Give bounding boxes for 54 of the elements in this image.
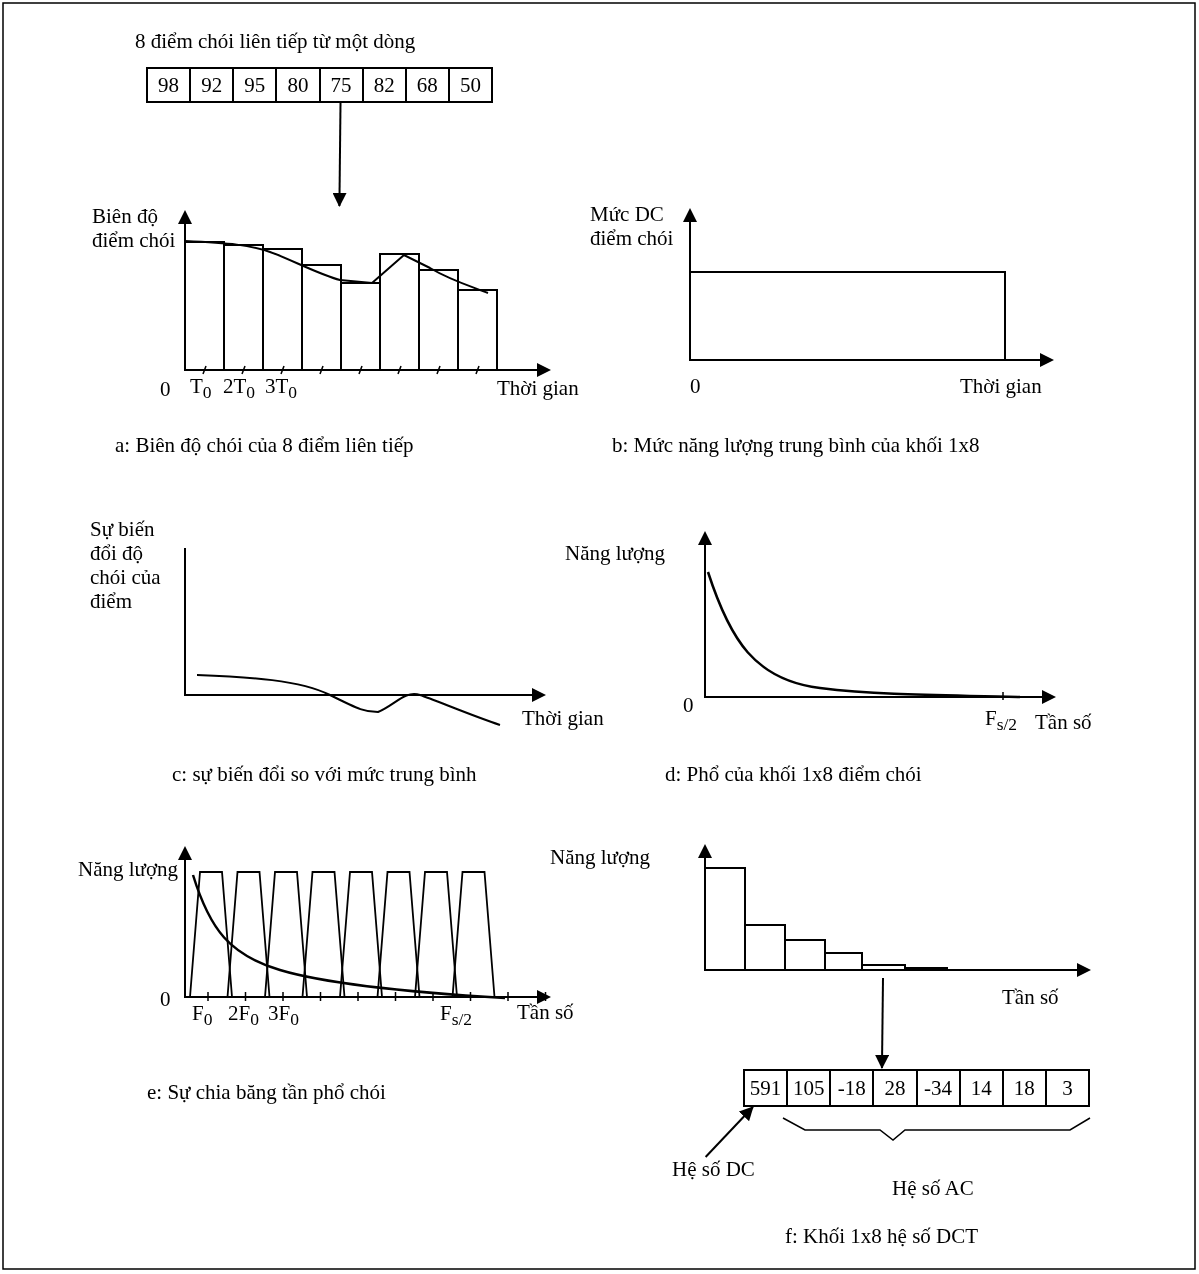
- tick-label: F$_{0}$: [192, 1001, 213, 1030]
- arrow: [875, 977, 890, 1069]
- coefficient-value: -18: [829, 1069, 875, 1107]
- tick-label: 2F$_{0}$: [228, 1001, 259, 1030]
- coefficient-value: 105: [786, 1069, 832, 1107]
- coefficient-value: 3: [1044, 1069, 1090, 1107]
- pixel-value: 95: [232, 67, 278, 103]
- caption: e: Sự chia băng tần phổ chói: [147, 1080, 386, 1105]
- axis-label: Thời gian: [960, 374, 1042, 399]
- coefficient-value: -34: [915, 1069, 961, 1107]
- tick-label: T$_{0}$: [190, 374, 212, 403]
- axis-label: Tần số: [517, 1000, 574, 1025]
- axis-label: Biên độ điểm chói: [92, 204, 177, 253]
- arrow: [704, 1106, 754, 1158]
- coefficient-value: 18: [1001, 1069, 1047, 1107]
- pixel-value: 92: [189, 67, 235, 103]
- tick-label: 0: [160, 987, 171, 1012]
- axis-label: Tần số: [1035, 710, 1092, 735]
- caption: b: Mức năng lượng trung bình của khối 1x8: [612, 433, 980, 458]
- tick-label: 0: [160, 377, 171, 402]
- arrow: [332, 102, 347, 207]
- coefficient-value: 14: [958, 1069, 1004, 1107]
- pixel-value-strip: [148, 67, 493, 103]
- tick-label: F$_{s/2}$: [440, 1001, 473, 1030]
- caption: d: Phổ của khối 1x8 điểm chói: [665, 762, 922, 787]
- axis-label: Thời gian: [522, 706, 604, 731]
- tick-label: 0: [683, 693, 694, 718]
- axis-label: Mức DC điểm chói: [590, 202, 675, 251]
- axis-label: Năng lượng: [565, 541, 666, 566]
- pixel-value: 50: [447, 67, 493, 103]
- axis-label: Tần số: [1002, 985, 1059, 1010]
- axis-label: Sự biến đổi độ chói của điểm: [90, 517, 162, 614]
- tick-label: 0: [690, 374, 701, 399]
- bracket-label: Hệ số AC: [892, 1176, 974, 1201]
- tick-label: 2T$_{0}$: [223, 374, 256, 403]
- tick-label: 3F$_{0}$: [268, 1001, 299, 1030]
- pixel-value: 80: [275, 67, 321, 103]
- tick-label: 3T$_{0}$: [265, 374, 298, 403]
- axis-label: Năng lượng: [550, 845, 651, 870]
- caption: c: sự biến đổi so với mức trung bình: [172, 762, 477, 787]
- coefficient-value: 28: [872, 1069, 918, 1107]
- pixel-value: 98: [146, 67, 192, 103]
- axis-label: Năng lượng: [78, 857, 179, 882]
- caption: f: Khối 1x8 hệ số DCT: [785, 1224, 979, 1249]
- axis-label: Thời gian: [497, 376, 579, 401]
- coefficient-label: Hệ số DC: [672, 1157, 755, 1182]
- heading: 8 điểm chói liên tiếp từ một dòng: [135, 29, 416, 54]
- pixel-value: 82: [361, 67, 407, 103]
- caption: a: Biên độ chói của 8 điểm liên tiếp: [115, 433, 414, 458]
- coefficient-value: 591: [743, 1069, 789, 1107]
- pixel-value: 75: [318, 67, 364, 103]
- tick-label: F$_{s/2}$: [985, 706, 1018, 735]
- pixel-value: 68: [404, 67, 450, 103]
- coefficient-strip: [745, 1069, 1090, 1107]
